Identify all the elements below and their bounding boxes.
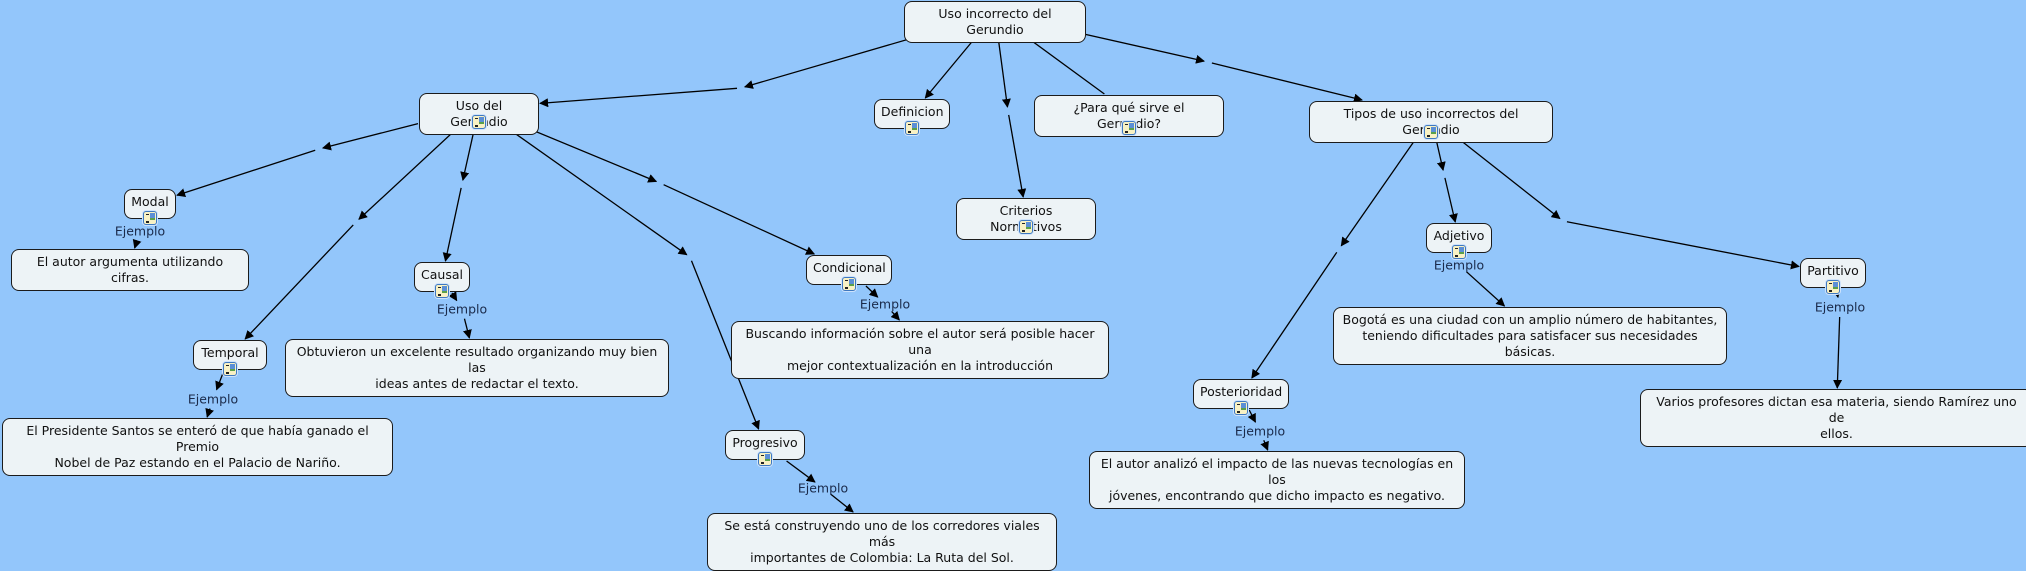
connector-line <box>517 123 658 183</box>
concept-label: Definicion <box>881 104 944 119</box>
concept-ej-progresivo[interactable]: Se está construyendo uno de los corredor… <box>707 513 1057 571</box>
connector-line <box>1340 133 1420 247</box>
connector-line <box>463 318 472 339</box>
connector-line <box>132 238 142 249</box>
connector-line <box>1008 114 1027 198</box>
connector-line <box>176 149 316 197</box>
concept-ej-posterioridad[interactable]: El autor analizó el impacto de las nueva… <box>1089 451 1465 509</box>
concept-root[interactable]: Uso incorrecto del Gerundio <box>904 1 1086 43</box>
annotation-icon[interactable] <box>842 277 856 291</box>
concept-definicion[interactable]: Definicion <box>874 99 950 129</box>
connector-line <box>322 123 419 151</box>
concept-label: El Presidente Santos se enteró de que ha… <box>26 423 369 470</box>
annotation-icon[interactable] <box>472 115 486 129</box>
link-phrase[interactable]: Ejemplo <box>187 391 239 407</box>
link-phrase[interactable]: Ejemplo <box>1814 299 1866 315</box>
concept-label: Temporal <box>201 345 259 360</box>
concept-temporal[interactable]: Temporal <box>193 340 267 370</box>
concept-label: Obtuvieron un excelente resultado organi… <box>296 344 658 391</box>
concept-label: Causal <box>421 267 463 282</box>
connector-line <box>663 184 816 255</box>
concept-label: Varios profesores dictan esa materia, si… <box>1656 394 2017 441</box>
annotation-icon[interactable] <box>905 121 919 135</box>
concept-ej-partitivo[interactable]: Varios profesores dictan esa materia, si… <box>1640 389 2026 447</box>
annotation-icon[interactable] <box>1122 121 1136 135</box>
link-phrase[interactable]: Ejemplo <box>797 480 849 496</box>
connector-line <box>358 123 463 220</box>
connector-line <box>865 285 879 298</box>
concept-label: Adjetivo <box>1433 228 1485 243</box>
link-phrase[interactable]: Ejemplo <box>436 301 488 317</box>
annotation-icon[interactable] <box>1234 401 1248 415</box>
annotation-icon[interactable] <box>1826 280 1840 294</box>
connector-line <box>786 460 816 483</box>
connector-line <box>890 310 900 321</box>
connector-line <box>1452 133 1561 220</box>
concept-ej-causal[interactable]: Obtuvieron un excelente resultado organi… <box>285 339 669 397</box>
connector-line <box>1465 271 1506 307</box>
connector-line <box>539 87 738 108</box>
connector-line <box>830 493 854 513</box>
concept-label: Partitivo <box>1807 263 1859 278</box>
concept-label: Progresivo <box>732 435 798 450</box>
connector-line <box>690 260 760 430</box>
annotation-icon[interactable] <box>1019 220 1033 234</box>
concept-ej-temporal[interactable]: El Presidente Santos se enteró de que ha… <box>2 418 393 476</box>
annotation-icon[interactable] <box>223 362 237 376</box>
link-phrase[interactable]: Ejemplo <box>114 223 166 239</box>
concept-label: Buscando información sobre el autor será… <box>745 326 1095 373</box>
concept-condicional[interactable]: Condicional <box>806 255 892 285</box>
concept-label: Posterioridad <box>1200 384 1283 399</box>
connector-line <box>1833 316 1843 389</box>
concept-label: El autor argumenta utilizando cifras. <box>36 254 224 285</box>
concept-label: Condicional <box>813 260 886 275</box>
connector-line <box>215 370 225 391</box>
link-phrase[interactable]: Ejemplo <box>859 296 911 312</box>
connector-line <box>501 123 688 256</box>
link-phrase[interactable]: Ejemplo <box>1433 257 1485 273</box>
annotation-icon[interactable] <box>143 211 157 225</box>
annotation-icon[interactable] <box>758 452 772 466</box>
connector-line <box>205 407 214 418</box>
connector-line <box>1444 177 1458 223</box>
concept-ej-modal[interactable]: El autor argumenta utilizando cifras. <box>11 249 249 291</box>
concept-label: Se está construyendo uno de los corredor… <box>724 518 1040 565</box>
annotation-icon[interactable] <box>1452 245 1466 259</box>
concept-label: Modal <box>131 194 169 209</box>
link-phrase[interactable]: Ejemplo <box>1234 423 1286 439</box>
concept-label: Uso incorrecto del Gerundio <box>938 6 1052 37</box>
concept-ej-adjetivo[interactable]: Bogotá es una ciudad con un amplio númer… <box>1333 307 1727 365</box>
connector-line <box>448 291 458 302</box>
connector-line <box>1247 409 1257 423</box>
concept-label: Bogotá es una ciudad con un amplio númer… <box>1342 312 1718 359</box>
concept-label: Tipos de uso incorrectos del Gerundio <box>1343 106 1519 137</box>
connector-line <box>244 224 354 340</box>
concept-label: El autor analizó el impacto de las nueva… <box>1100 456 1454 503</box>
connector-line <box>1211 62 1363 103</box>
connector-line <box>1566 221 1800 270</box>
concept-ej-condicional[interactable]: Buscando información sobre el autor será… <box>731 321 1109 379</box>
connector-line <box>442 187 462 262</box>
concept-uso[interactable]: Uso del Gerundio <box>419 93 539 135</box>
annotation-icon[interactable] <box>435 284 449 298</box>
concept-criterios[interactable]: Criterios Normativos <box>956 198 1096 240</box>
connector-line <box>1251 251 1338 379</box>
annotation-icon[interactable] <box>1424 125 1438 139</box>
connector-line <box>1260 440 1269 451</box>
